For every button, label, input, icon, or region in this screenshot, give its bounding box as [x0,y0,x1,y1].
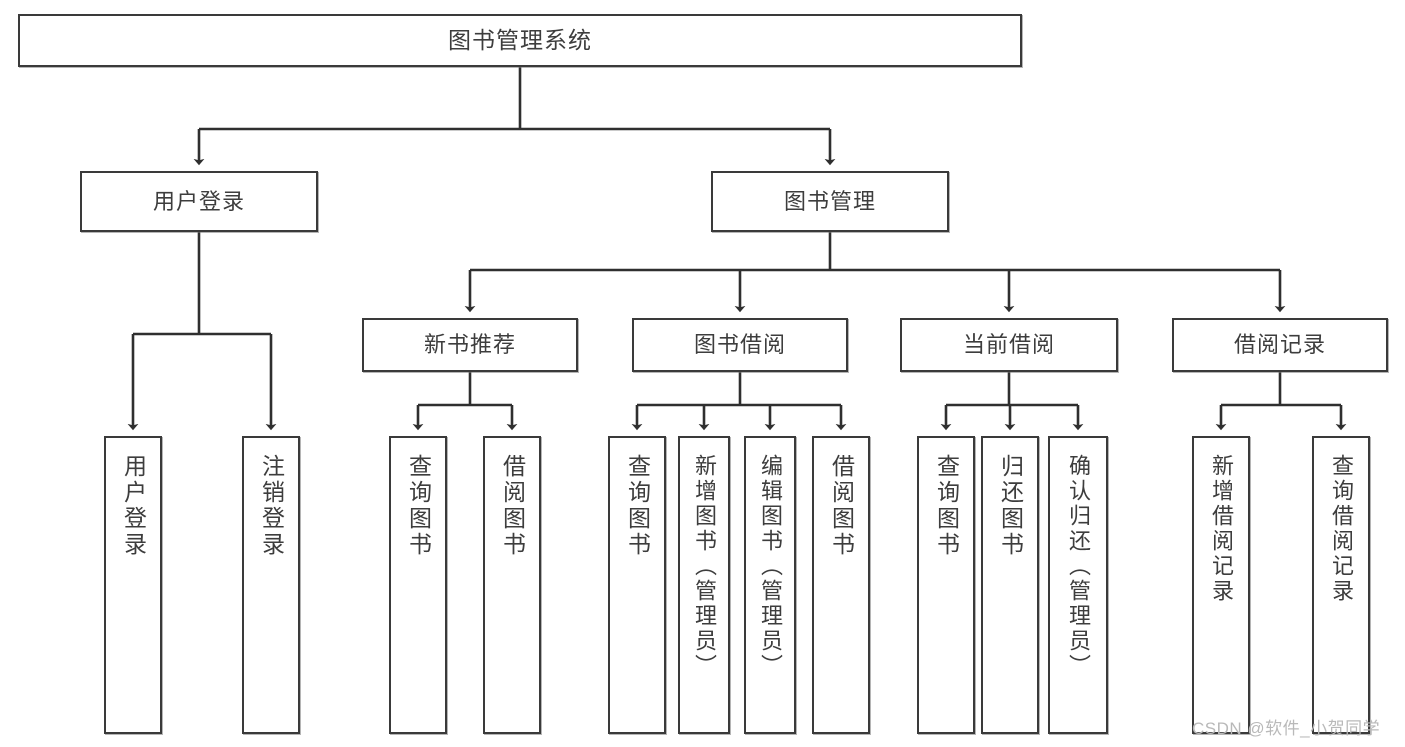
node-leaf-query-book-3[interactable]: 查询图书 [917,436,975,734]
node-new-book-recommend[interactable]: 新书推荐 [362,318,578,372]
node-current-borrow-label: 当前借阅 [962,332,1055,358]
node-user-login[interactable]: 用户登录 [80,171,318,232]
csdn-watermark: CSDN @软件_小贺同学 [1192,719,1381,738]
node-leaf-borrow-book-2[interactable]: 借阅图书 [812,436,870,734]
node-leaf-query-book-2[interactable]: 查询图书 [608,436,666,734]
node-leaf-edit-book-label: 编辑图书（管理员） [758,454,783,679]
node-borrow-record[interactable]: 借阅记录 [1172,318,1388,372]
node-book-manage-label: 图书管理 [783,188,876,214]
node-leaf-query-book-3-label: 查询图书 [933,454,960,558]
node-leaf-query-record-label: 查询借阅记录 [1329,454,1354,604]
node-new-book-recommend-label: 新书推荐 [423,332,516,358]
node-leaf-confirm-return-label: 确认归还（管理员） [1066,454,1091,679]
node-root-system-label: 图书管理系统 [448,26,592,53]
node-leaf-user-login-label: 用户登录 [120,454,147,558]
node-leaf-query-book-1-label: 查询图书 [405,454,432,558]
node-leaf-add-record-label: 新增借阅记录 [1209,454,1234,604]
node-leaf-logout-login-label: 注销登录 [258,454,285,558]
node-leaf-return-book-label: 归还图书 [997,454,1024,558]
node-leaf-borrow-book-2-label: 借阅图书 [828,454,855,558]
node-book-borrow-label: 图书借阅 [693,332,786,358]
node-leaf-user-login[interactable]: 用户登录 [104,436,162,734]
node-leaf-edit-book[interactable]: 编辑图书（管理员） [744,436,796,734]
node-current-borrow[interactable]: 当前借阅 [900,318,1118,372]
node-leaf-add-record[interactable]: 新增借阅记录 [1192,436,1250,734]
node-root-system[interactable]: 图书管理系统 [18,14,1022,67]
node-borrow-record-label: 借阅记录 [1233,332,1326,358]
node-leaf-return-book[interactable]: 归还图书 [981,436,1039,734]
node-leaf-query-book-2-label: 查询图书 [624,454,651,558]
node-leaf-query-record[interactable]: 查询借阅记录 [1312,436,1370,734]
node-book-manage[interactable]: 图书管理 [711,171,949,232]
node-leaf-add-book-label: 新增图书（管理员） [692,454,717,679]
node-leaf-borrow-book-1-label: 借阅图书 [499,454,526,558]
node-leaf-add-book[interactable]: 新增图书（管理员） [678,436,730,734]
node-leaf-logout-login[interactable]: 注销登录 [242,436,300,734]
node-leaf-confirm-return[interactable]: 确认归还（管理员） [1048,436,1108,734]
node-user-login-label: 用户登录 [152,188,245,214]
node-leaf-query-book-1[interactable]: 查询图书 [389,436,447,734]
node-leaf-borrow-book-1[interactable]: 借阅图书 [483,436,541,734]
node-book-borrow[interactable]: 图书借阅 [632,318,848,372]
